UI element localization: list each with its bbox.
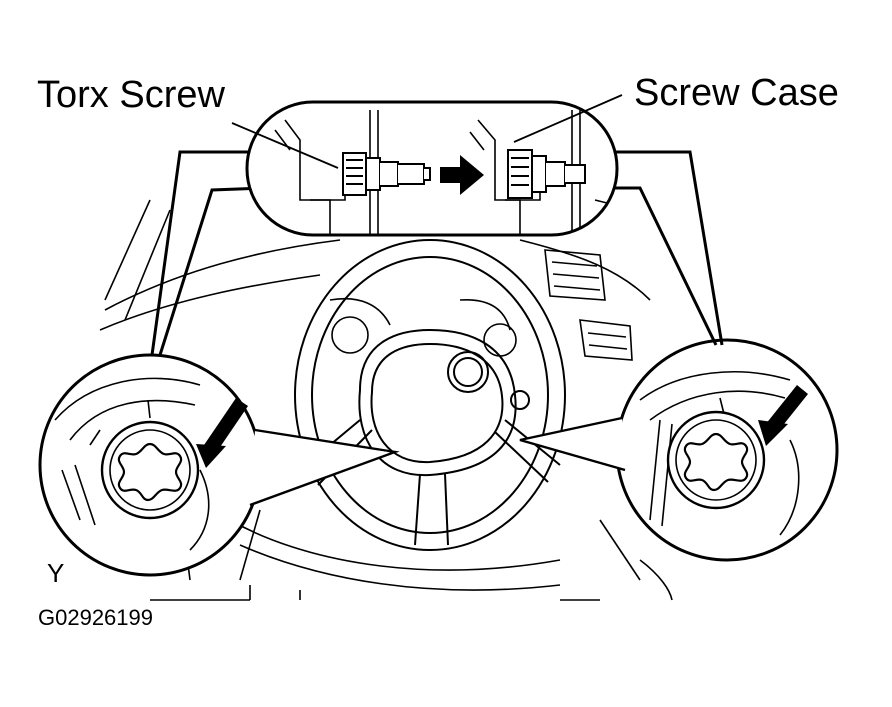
figure-code: G02926199 [38,605,153,630]
left-detail-callout [40,355,260,575]
screw-head-left [102,422,198,518]
arrow-icon [196,398,248,468]
steering-wheel [295,240,565,550]
screw-case-part [508,150,585,198]
torx-screw-label: Torx Screw [37,74,225,116]
right-detail-callout [617,340,837,560]
screw-case-label: Screw Case [634,72,839,114]
arrow-icon [758,385,808,446]
screw-head-right [668,412,764,508]
dashboard-background [100,200,672,600]
view-marker: Y [47,558,65,588]
torx-screw-part [343,153,430,195]
top-detail-callout [232,95,622,235]
arrow-icon [440,155,484,195]
